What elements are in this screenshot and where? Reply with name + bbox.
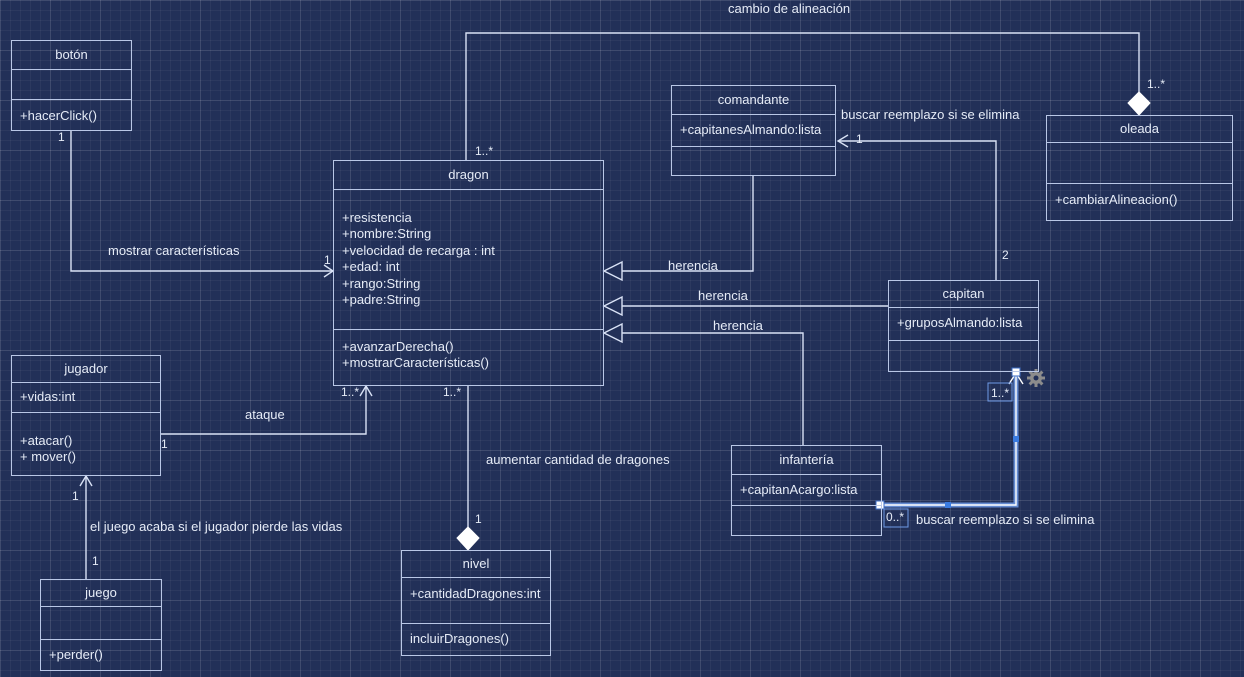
- multiplicity: 1..*: [991, 386, 1010, 400]
- methods-section: [732, 506, 881, 512]
- attributes-section: +vidas:int: [12, 383, 160, 413]
- attributes-section: +cantidadDragones:int: [402, 578, 550, 624]
- multiplicity: 1: [58, 130, 65, 144]
- selected-association-infanteria-capitan: [875, 367, 1024, 528]
- association-capitan-comandante: [838, 140, 997, 280]
- method: +avanzarDerecha(): [342, 339, 454, 354]
- method: +atacar(): [20, 433, 73, 448]
- class-capitan[interactable]: capitan +gruposAlmando:lista: [888, 280, 1039, 372]
- label-juego-acaba: el juego acaba si el jugador pierde las …: [90, 519, 343, 534]
- label-buscar-reemplazo-comandante: buscar reemplazo si se elimina: [841, 107, 1020, 122]
- attribute: +vidas:int: [20, 389, 76, 404]
- multiplicity: 1: [72, 489, 79, 503]
- aggregation-diamond-oleada: [1127, 91, 1151, 116]
- association-boton-dragon: [70, 131, 333, 272]
- method: +mostrarCaracterísticas(): [342, 355, 489, 371]
- multiplicity: 1: [161, 437, 168, 451]
- attributes-section: [12, 70, 131, 100]
- attributes-section: [1047, 143, 1232, 184]
- attributes-section: +resistencia +nombre:String +velocidad d…: [334, 190, 603, 330]
- label-buscar-reemplazo-infanteria: buscar reemplazo si se elimina: [916, 512, 1095, 527]
- class-juego[interactable]: juego +perder(): [40, 579, 162, 671]
- multiplicity: 1..*: [475, 144, 494, 158]
- label-herencia-comandante: herencia: [668, 258, 718, 273]
- generalization-arrow: [602, 322, 623, 344]
- association-jugador-dragon: [161, 386, 367, 435]
- class-name: dragon: [334, 161, 603, 190]
- class-name: jugador: [12, 356, 160, 383]
- attribute: +nombre:String: [342, 226, 432, 242]
- methods-section: +hacerClick(): [12, 100, 131, 132]
- method: + mover(): [20, 449, 76, 465]
- attributes-section: +gruposAlmando:lista: [889, 308, 1038, 341]
- methods-section: +cambiarAlineacion(): [1047, 184, 1232, 216]
- methods-section: +avanzarDerecha() +mostrarCaracterística…: [334, 330, 603, 375]
- class-nivel[interactable]: nivel +cantidadDragones:int incluirDrago…: [401, 550, 551, 656]
- inheritance-comandante-dragon: [622, 175, 754, 272]
- attribute: +velocidad de recarga : int: [342, 242, 495, 258]
- generalization-arrow: [602, 295, 623, 317]
- multiplicity: 0..*: [886, 510, 905, 524]
- multiplicity: 1: [324, 253, 331, 267]
- attribute: +rango:String: [342, 275, 421, 291]
- class-name: capitan: [889, 281, 1038, 308]
- methods-section: [672, 147, 835, 153]
- methods-section: +perder(): [41, 640, 161, 670]
- class-name: nivel: [402, 551, 550, 578]
- label-herencia-infanteria: herencia: [713, 318, 763, 333]
- attribute: +gruposAlmando:lista: [897, 315, 1023, 330]
- class-name: infantería: [732, 446, 881, 475]
- class-jugador[interactable]: jugador +vidas:int +atacar() + mover(): [11, 355, 161, 476]
- attribute: +cantidadDragones:int: [410, 586, 541, 601]
- association-dragon-oleada: [465, 32, 1140, 160]
- class-oleada[interactable]: oleada +cambiarAlineacion(): [1046, 115, 1233, 221]
- methods-section: incluirDragones(): [402, 624, 550, 654]
- gear-icon: [1027, 369, 1045, 387]
- method: +cambiarAlineacion(): [1055, 192, 1178, 207]
- multiplicity: 1..*: [443, 385, 462, 399]
- label-herencia-capitan: herencia: [698, 288, 748, 303]
- attributes-section: [41, 607, 161, 640]
- multiplicity: 1: [475, 512, 482, 526]
- aggregation-diamond-nivel: [456, 526, 480, 551]
- class-boton[interactable]: botón +hacerClick(): [11, 40, 132, 131]
- inheritance-infanteria-dragon: [622, 332, 804, 445]
- attributes-section: +capitanAcargo:lista: [732, 475, 881, 506]
- attribute: +capitanAcargo:lista: [740, 482, 858, 497]
- multiplicity: 1: [92, 554, 99, 568]
- class-name: botón: [12, 41, 131, 70]
- multiplicity: 1: [856, 132, 863, 146]
- label-mostrar-caracteristicas: mostrar características: [108, 243, 240, 258]
- generalization-arrow: [602, 260, 623, 282]
- class-name: comandante: [672, 86, 835, 115]
- method: incluirDragones(): [410, 631, 509, 646]
- class-name: juego: [41, 580, 161, 607]
- class-dragon[interactable]: dragon +resistencia +nombre:String +velo…: [333, 160, 604, 386]
- method: +perder(): [49, 647, 103, 662]
- multiplicity: 1..*: [341, 385, 360, 399]
- multiplicity: 2: [1002, 248, 1009, 262]
- attribute: +edad: int: [342, 259, 400, 275]
- class-comandante[interactable]: comandante +capitanesAlmando:lista: [671, 85, 836, 176]
- methods-section: +atacar() + mover(): [12, 413, 160, 469]
- class-name: oleada: [1047, 116, 1232, 143]
- attribute: +padre:String: [342, 292, 421, 308]
- class-infanteria[interactable]: infantería +capitanAcargo:lista: [731, 445, 882, 536]
- attribute: +resistencia: [342, 210, 412, 225]
- attribute: +capitanesAlmando:lista: [680, 122, 822, 137]
- attributes-section: +capitanesAlmando:lista: [672, 115, 835, 147]
- multiplicity: 1..*: [1147, 77, 1166, 91]
- label-ataque: ataque: [245, 407, 285, 422]
- label-cambio-alineacion: cambio de alineación: [728, 1, 851, 16]
- label-aumentar-dragones: aumentar cantidad de dragones: [486, 452, 670, 467]
- method: +hacerClick(): [20, 108, 97, 123]
- methods-section: [889, 341, 1038, 347]
